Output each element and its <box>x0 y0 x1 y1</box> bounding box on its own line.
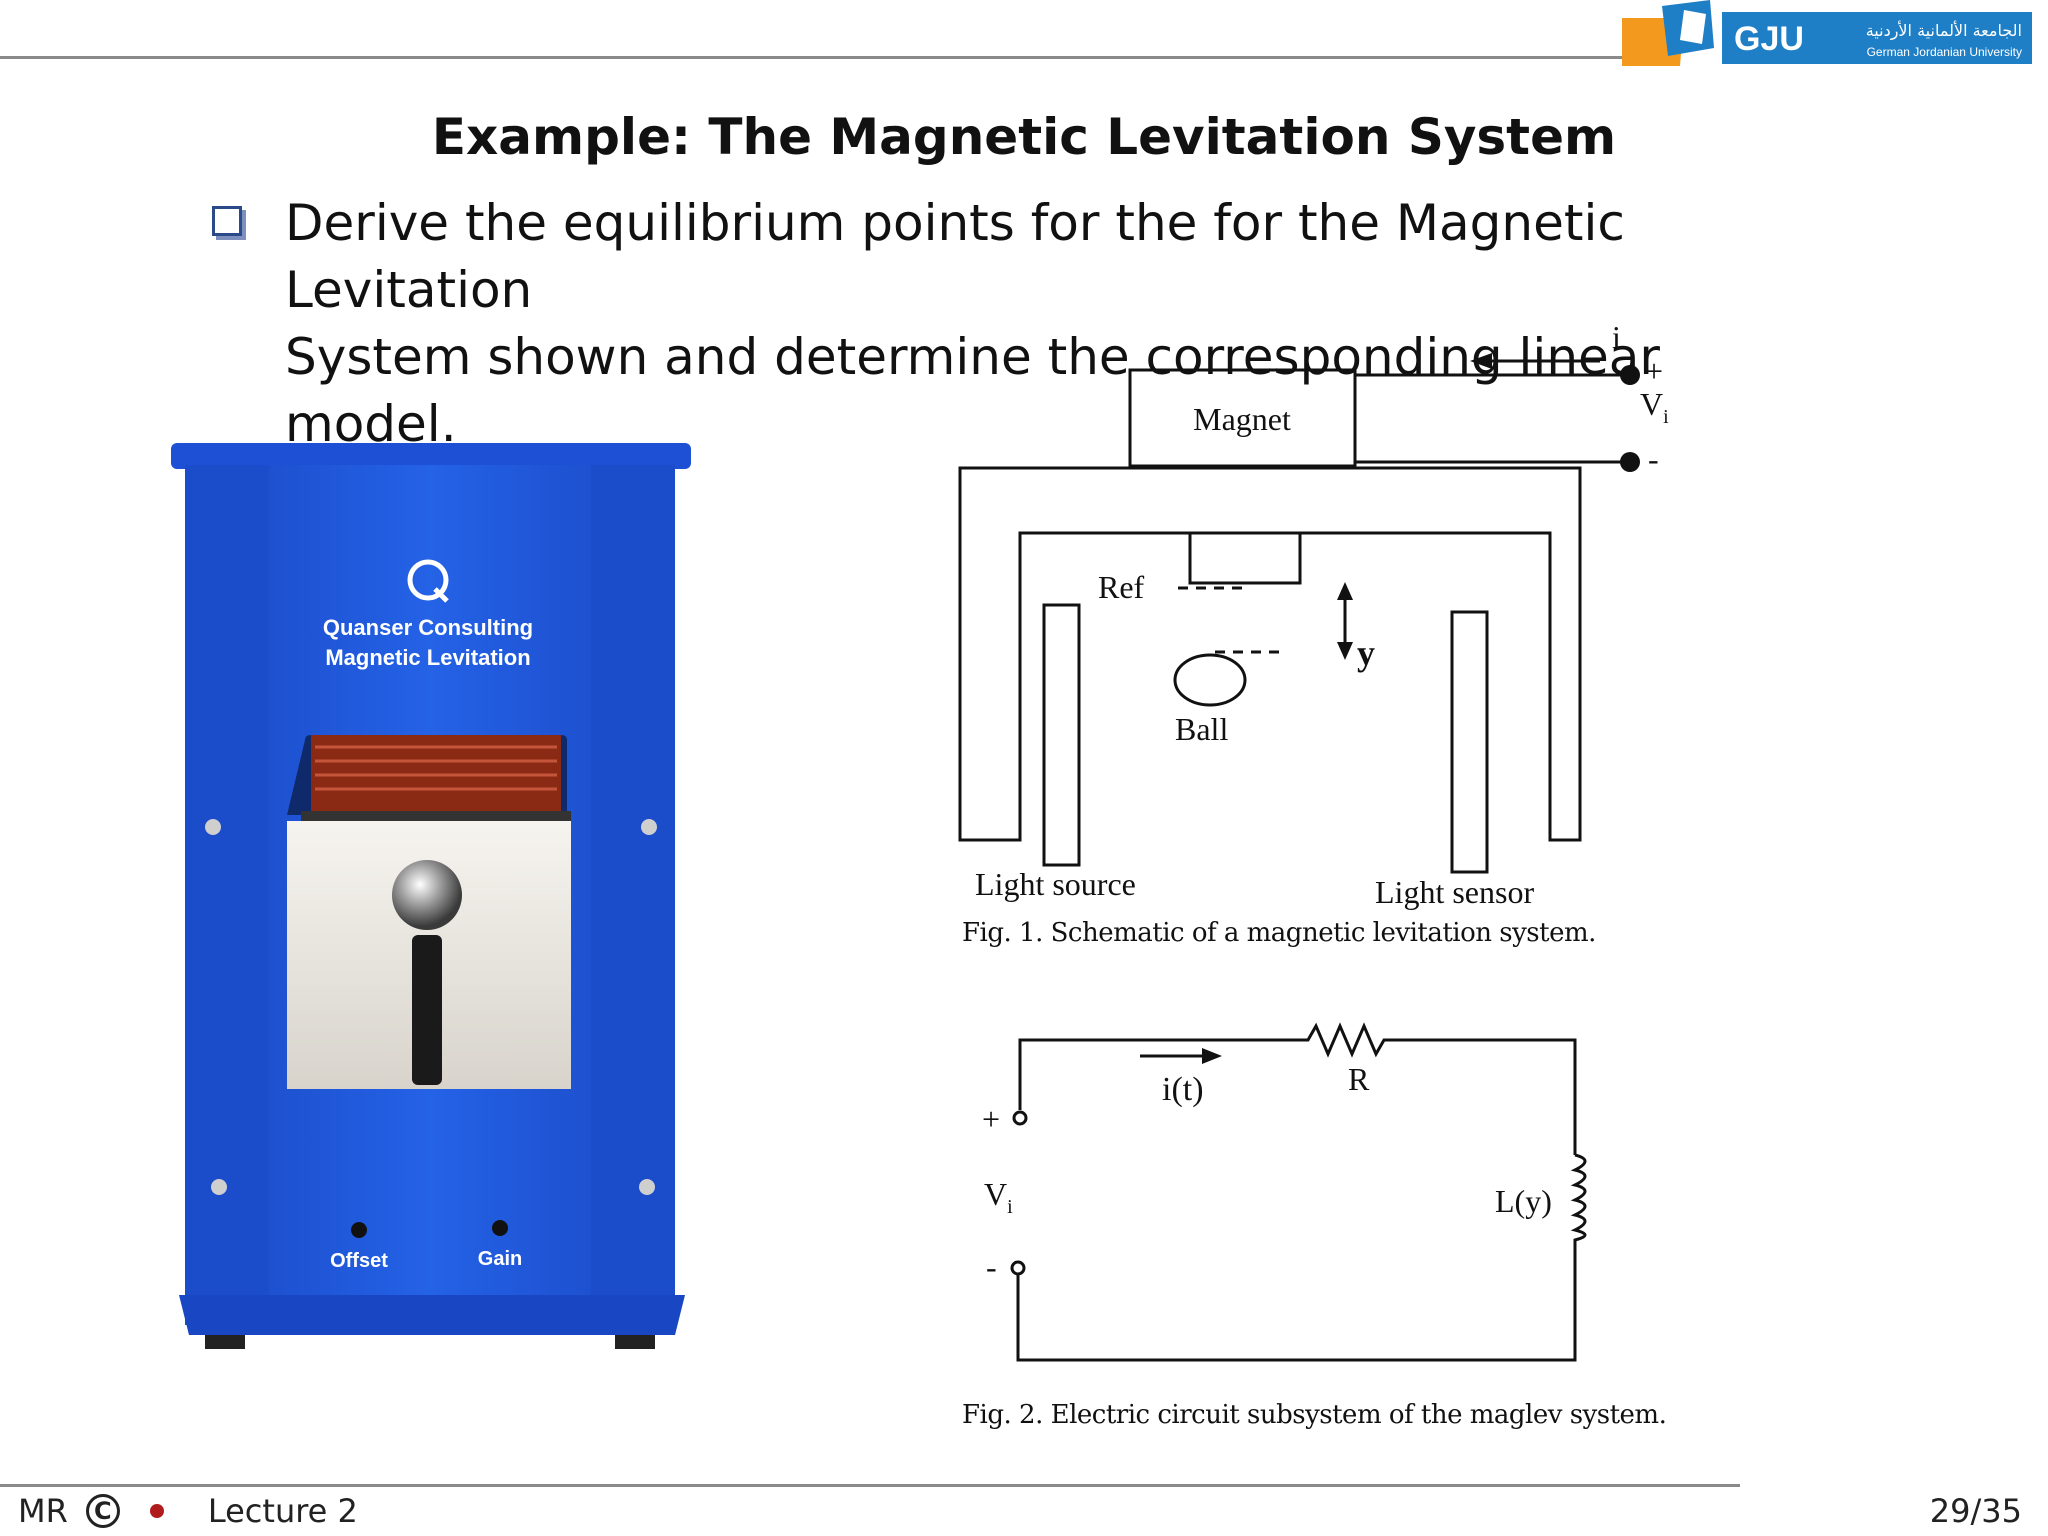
magnet-label: Magnet <box>1193 401 1291 437</box>
plus-terminal-label: + <box>1645 353 1663 389</box>
current-it-label: i(t) <box>1162 1071 1204 1108</box>
circuit-minus-label: - <box>986 1249 997 1285</box>
circuit-voltage-label: Vi <box>984 1176 1013 1218</box>
logo-arabic: الجامعة الألمانية الأردنية <box>1866 20 2022 41</box>
footer-rule <box>0 1484 1740 1487</box>
circuit-diagram: i(t) R + Vi - L(y) <box>982 1022 1587 1362</box>
page-number: 29/35 <box>1929 1492 2022 1530</box>
minus-terminal-label: - <box>1648 441 1659 477</box>
ball-label: Ball <box>1175 711 1228 747</box>
bullet-dot-icon <box>149 1504 164 1518</box>
voltage-label: Vi <box>1640 386 1669 428</box>
header-rule <box>0 56 1640 59</box>
light-source-label: Light source <box>975 866 1136 902</box>
gju-logo: GJU الجامعة الألمانية الأردنية German Jo… <box>1622 0 2032 66</box>
footer-author: MR <box>18 1492 68 1530</box>
schematic-diagram: i + Vi - Magnet Ref y Ball Light source … <box>958 320 1669 910</box>
gain-knob-label: Gain <box>478 1248 522 1270</box>
copyright-icon: C <box>85 1494 120 1528</box>
inductor-label: L(y) <box>1495 1183 1552 1219</box>
circuit-plus-label: + <box>982 1101 1000 1137</box>
fig2-caption: Fig. 2. Electric circuit subsystem of th… <box>962 1400 1667 1430</box>
fig1-caption: Fig. 1. Schematic of a magnetic levitati… <box>962 918 1596 948</box>
footer-lecture: Lecture 2 <box>207 1492 358 1530</box>
logo-english: German Jordanian University <box>1867 45 2022 59</box>
bullet-text: Derive the equilibrium points for the fo… <box>285 190 1835 458</box>
light-sensor-label: Light sensor <box>1375 874 1534 910</box>
offset-knob-label: Offset <box>330 1250 388 1272</box>
bullet-line-2: System shown and determine the correspon… <box>285 328 1660 453</box>
resistor-label: R <box>1348 1061 1370 1097</box>
slide-title: Example: The Magnetic Levitation System <box>431 108 1617 166</box>
footer-info: MR C Lecture 2 <box>18 1492 358 1530</box>
ref-label: Ref <box>1098 569 1145 605</box>
maglev-device-photo: Quanser Consulting Magnetic Levitation O… <box>171 443 691 1349</box>
y-label: y <box>1357 633 1375 673</box>
device-brand-line-1: Quanser Consulting <box>323 615 533 640</box>
device-brand-line-2: Magnetic Levitation <box>325 645 530 670</box>
bullet-line-1: Derive the equilibrium points for the fo… <box>285 194 1625 319</box>
bullet-icon <box>212 206 242 236</box>
current-i-label: i <box>1612 320 1621 355</box>
logo-abbrev: GJU <box>1734 20 1804 58</box>
